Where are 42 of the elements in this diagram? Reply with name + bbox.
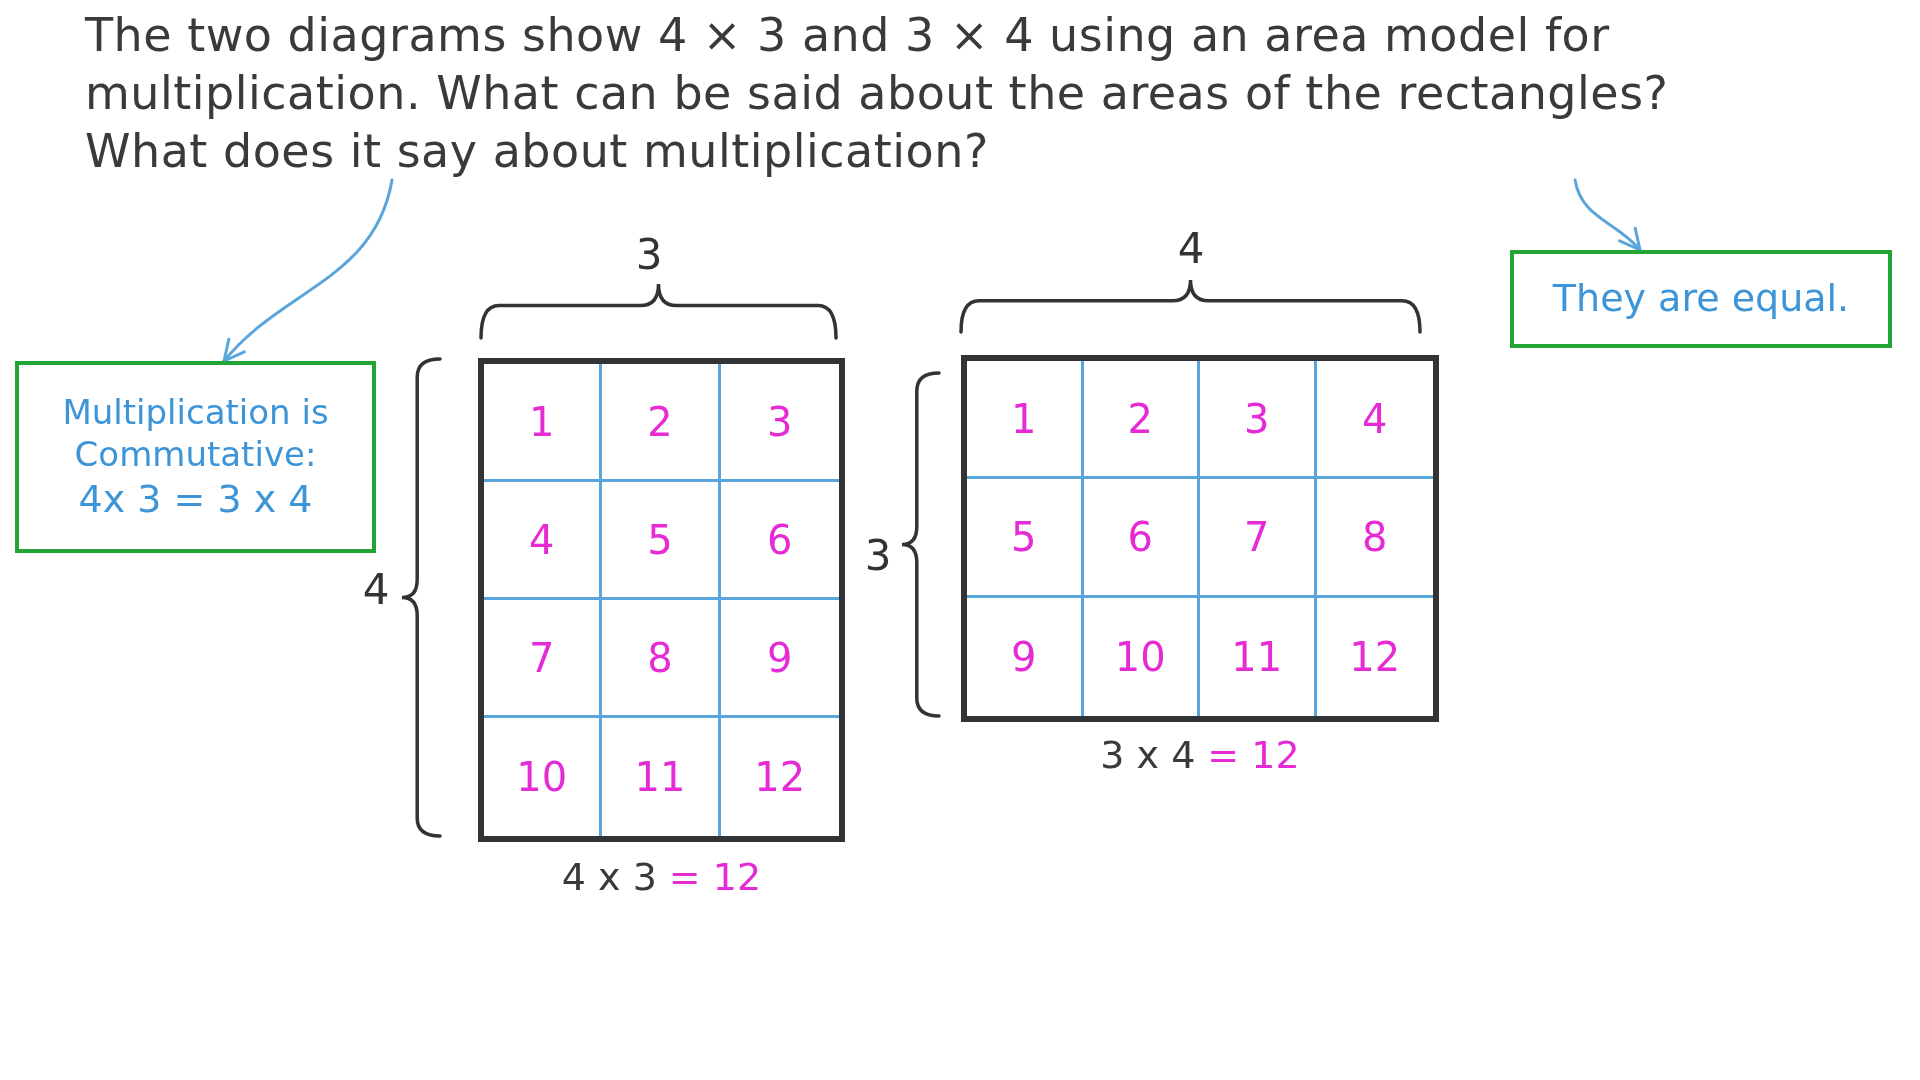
count-number: 10 — [1114, 636, 1166, 677]
count-number: 7 — [528, 637, 555, 678]
count-number: 10 — [516, 757, 568, 797]
area-grid — [478, 358, 845, 842]
multiplication-expression: 3 x 4 — [1100, 736, 1196, 774]
multiplication-expression: 4 x 3 — [561, 858, 657, 896]
count-number: 11 — [1231, 636, 1283, 677]
count-number: 7 — [1244, 517, 1270, 557]
count-number: 5 — [647, 519, 673, 560]
count-number: 1 — [1011, 398, 1037, 439]
dimension-label: 4 — [1177, 228, 1205, 270]
count-number: 8 — [647, 637, 673, 678]
answer-text: Multiplication is Commutative: — [61, 390, 330, 476]
dimension-label: 4 — [362, 569, 390, 611]
count-number: 8 — [1362, 517, 1388, 557]
arrow — [222, 178, 394, 363]
count-number: 5 — [1011, 517, 1037, 557]
answer-box — [15, 361, 376, 553]
product-value: = 12 — [1207, 736, 1300, 774]
count-number: 3 — [1244, 398, 1270, 439]
count-number: 6 — [1127, 517, 1153, 557]
count-number: 6 — [767, 519, 793, 560]
dimension-label: 3 — [864, 535, 892, 577]
count-number: 12 — [754, 757, 806, 797]
count-number: 2 — [1127, 398, 1153, 439]
count-number: 4 — [528, 519, 555, 560]
count-number: 3 — [767, 401, 793, 442]
count-number: 9 — [1011, 636, 1037, 677]
count-number: 9 — [767, 637, 793, 678]
area-grid — [961, 355, 1439, 722]
count-number: 1 — [528, 401, 555, 442]
arrow — [1573, 178, 1642, 252]
count-number: 2 — [647, 401, 673, 442]
question-text: The two diagrams show 4 × 3 and 3 × 4 using an area model for multiplication. What can be said about the areas of the rectangles? What does it say about multiplication? — [85, 6, 1765, 180]
equation-text: 4x 3 = 3 x 4 — [78, 475, 313, 523]
count-number: 11 — [634, 757, 686, 797]
dimension-label: 3 — [635, 234, 663, 276]
answer-box — [1510, 250, 1892, 348]
count-number: 12 — [1349, 636, 1401, 677]
product-value: = 12 — [668, 858, 762, 896]
answer-text: They are equal. — [1552, 275, 1850, 323]
count-number: 4 — [1362, 398, 1388, 439]
